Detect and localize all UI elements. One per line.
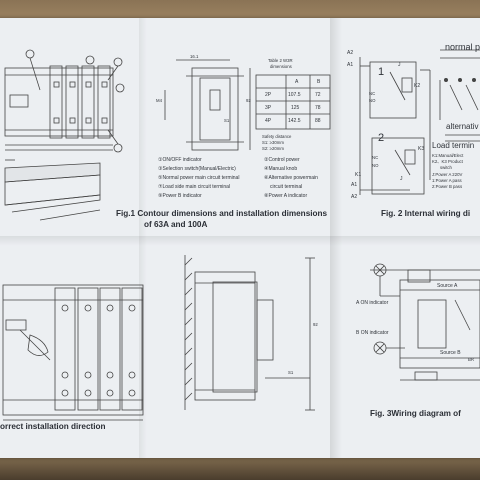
table-cell: 142.5: [288, 118, 301, 124]
fig2-note: 2:Power B pass: [432, 184, 463, 189]
fig2-label-nc2: NC: [372, 155, 379, 160]
fig2-label-j: J: [398, 62, 401, 68]
fig1-dim-depth: S1: [224, 118, 230, 123]
fig1-front-view: [4, 49, 125, 153]
table-header-b: B: [317, 79, 321, 85]
fig2-label-no: NO: [369, 98, 376, 103]
install-direction-caption: orrect installation direction: [0, 422, 106, 431]
fig2-note: K2、K3 Product: [432, 159, 463, 164]
table-cell: 72: [315, 92, 321, 98]
table-cell: 78: [315, 105, 321, 111]
fig2-wiring: [359, 49, 480, 195]
fig2-label-2: 2: [378, 132, 385, 144]
fig3-caption: Fig. 3Wiring diagram of: [370, 409, 461, 418]
fig1-din-rail: [4, 159, 101, 221]
legend-left-3: ⑤Normal power main circuit terminal: [158, 175, 240, 181]
fig-install-direction: [2, 284, 144, 421]
table-cell: 88: [315, 118, 321, 124]
fig2-note: K1:Manual/Elect: [432, 153, 464, 158]
fig2-note: J:Power A 220V: [432, 172, 463, 177]
fig-side-dim-92: 92: [313, 322, 318, 327]
fig2-label-j2: J: [400, 176, 403, 182]
fig3-br: BR: [468, 357, 474, 362]
fig2-label-a2b: A2: [351, 194, 358, 200]
table-title-2: dimensions: [270, 64, 292, 69]
legend-left-4: ⑦Load side main circuit terminal: [158, 184, 231, 190]
safety-1: S1: ≥30mm: [262, 140, 284, 145]
legend-right-1: ②Control power: [264, 157, 300, 163]
fig2-label-no2: NO: [372, 163, 379, 168]
fig2-note: 1:Power A pass: [432, 178, 462, 183]
legend-right-3: ⑥Alternative powermain: [264, 175, 318, 181]
safety-title: Safety distance: [262, 134, 292, 139]
fig3-b-on: B ON indicator: [356, 330, 389, 336]
fig1-dim-side: M4: [156, 98, 162, 103]
fig2-caption: Fig. 2 Internal wiring di: [381, 209, 471, 218]
legend-right-4: circuit terminal: [270, 184, 303, 190]
fig2-normal-label: normal p: [445, 42, 480, 52]
fig2-label-a1: A1: [347, 62, 354, 68]
fig2-label-1: 1: [378, 66, 385, 78]
legend-left-2: ③Selection switch(Manual/Electric): [158, 166, 236, 172]
table-cell: 125: [291, 105, 300, 111]
fig2-label-a1b: A1: [351, 182, 358, 188]
table-cell: 107.5: [288, 92, 301, 98]
legend-right-2: ④Manual knob: [264, 166, 298, 172]
fig2-label-k1: K1: [355, 172, 362, 178]
fig-side-dim-s1: S1: [288, 370, 294, 375]
fig2-label-a2: A2: [347, 50, 354, 56]
fig2-label-nc: NC: [369, 91, 376, 96]
fig2-label-k3: K3: [418, 146, 425, 152]
fig3-source-a: Source A: [437, 283, 458, 289]
fig1-side-view: [164, 59, 251, 151]
fig3-source-b: Source B: [440, 350, 461, 356]
legend-right-5: ⑧Power A indicator: [264, 193, 308, 199]
table-title-1: Table 2 W3R: [268, 58, 293, 63]
fig1-caption-line2: of 63A and 100A: [144, 220, 208, 229]
fig1-caption-line1: Fig.1 Contour dimensions and installatio…: [116, 209, 328, 218]
fig1-dim-top: 16.1: [190, 54, 199, 59]
table-cell: 3P: [265, 105, 272, 111]
fig2-note: switch: [440, 165, 452, 170]
fig3-wiring-diagram: [370, 263, 480, 381]
legend-left-5: ⑨Power B indicator: [158, 193, 202, 199]
table-header-a: A: [295, 79, 299, 85]
legend-left-1: ①ON/OFF indicator: [158, 157, 202, 163]
fig2-load-label: Load termin: [432, 141, 475, 150]
fig1-dimension-table: [255, 74, 331, 130]
fig-side-dimension: [184, 255, 315, 411]
fig2-alternative-label: alternativ: [446, 122, 479, 131]
table-cell: 4P: [265, 118, 272, 124]
fig2-label-k2: K2: [414, 83, 421, 89]
fig3-a-on: A ON indicator: [356, 300, 389, 306]
safety-2: S2: ≥20mm: [262, 146, 284, 151]
table-cell: 2P: [265, 92, 272, 98]
fig1-dim-height: 92: [246, 98, 251, 103]
